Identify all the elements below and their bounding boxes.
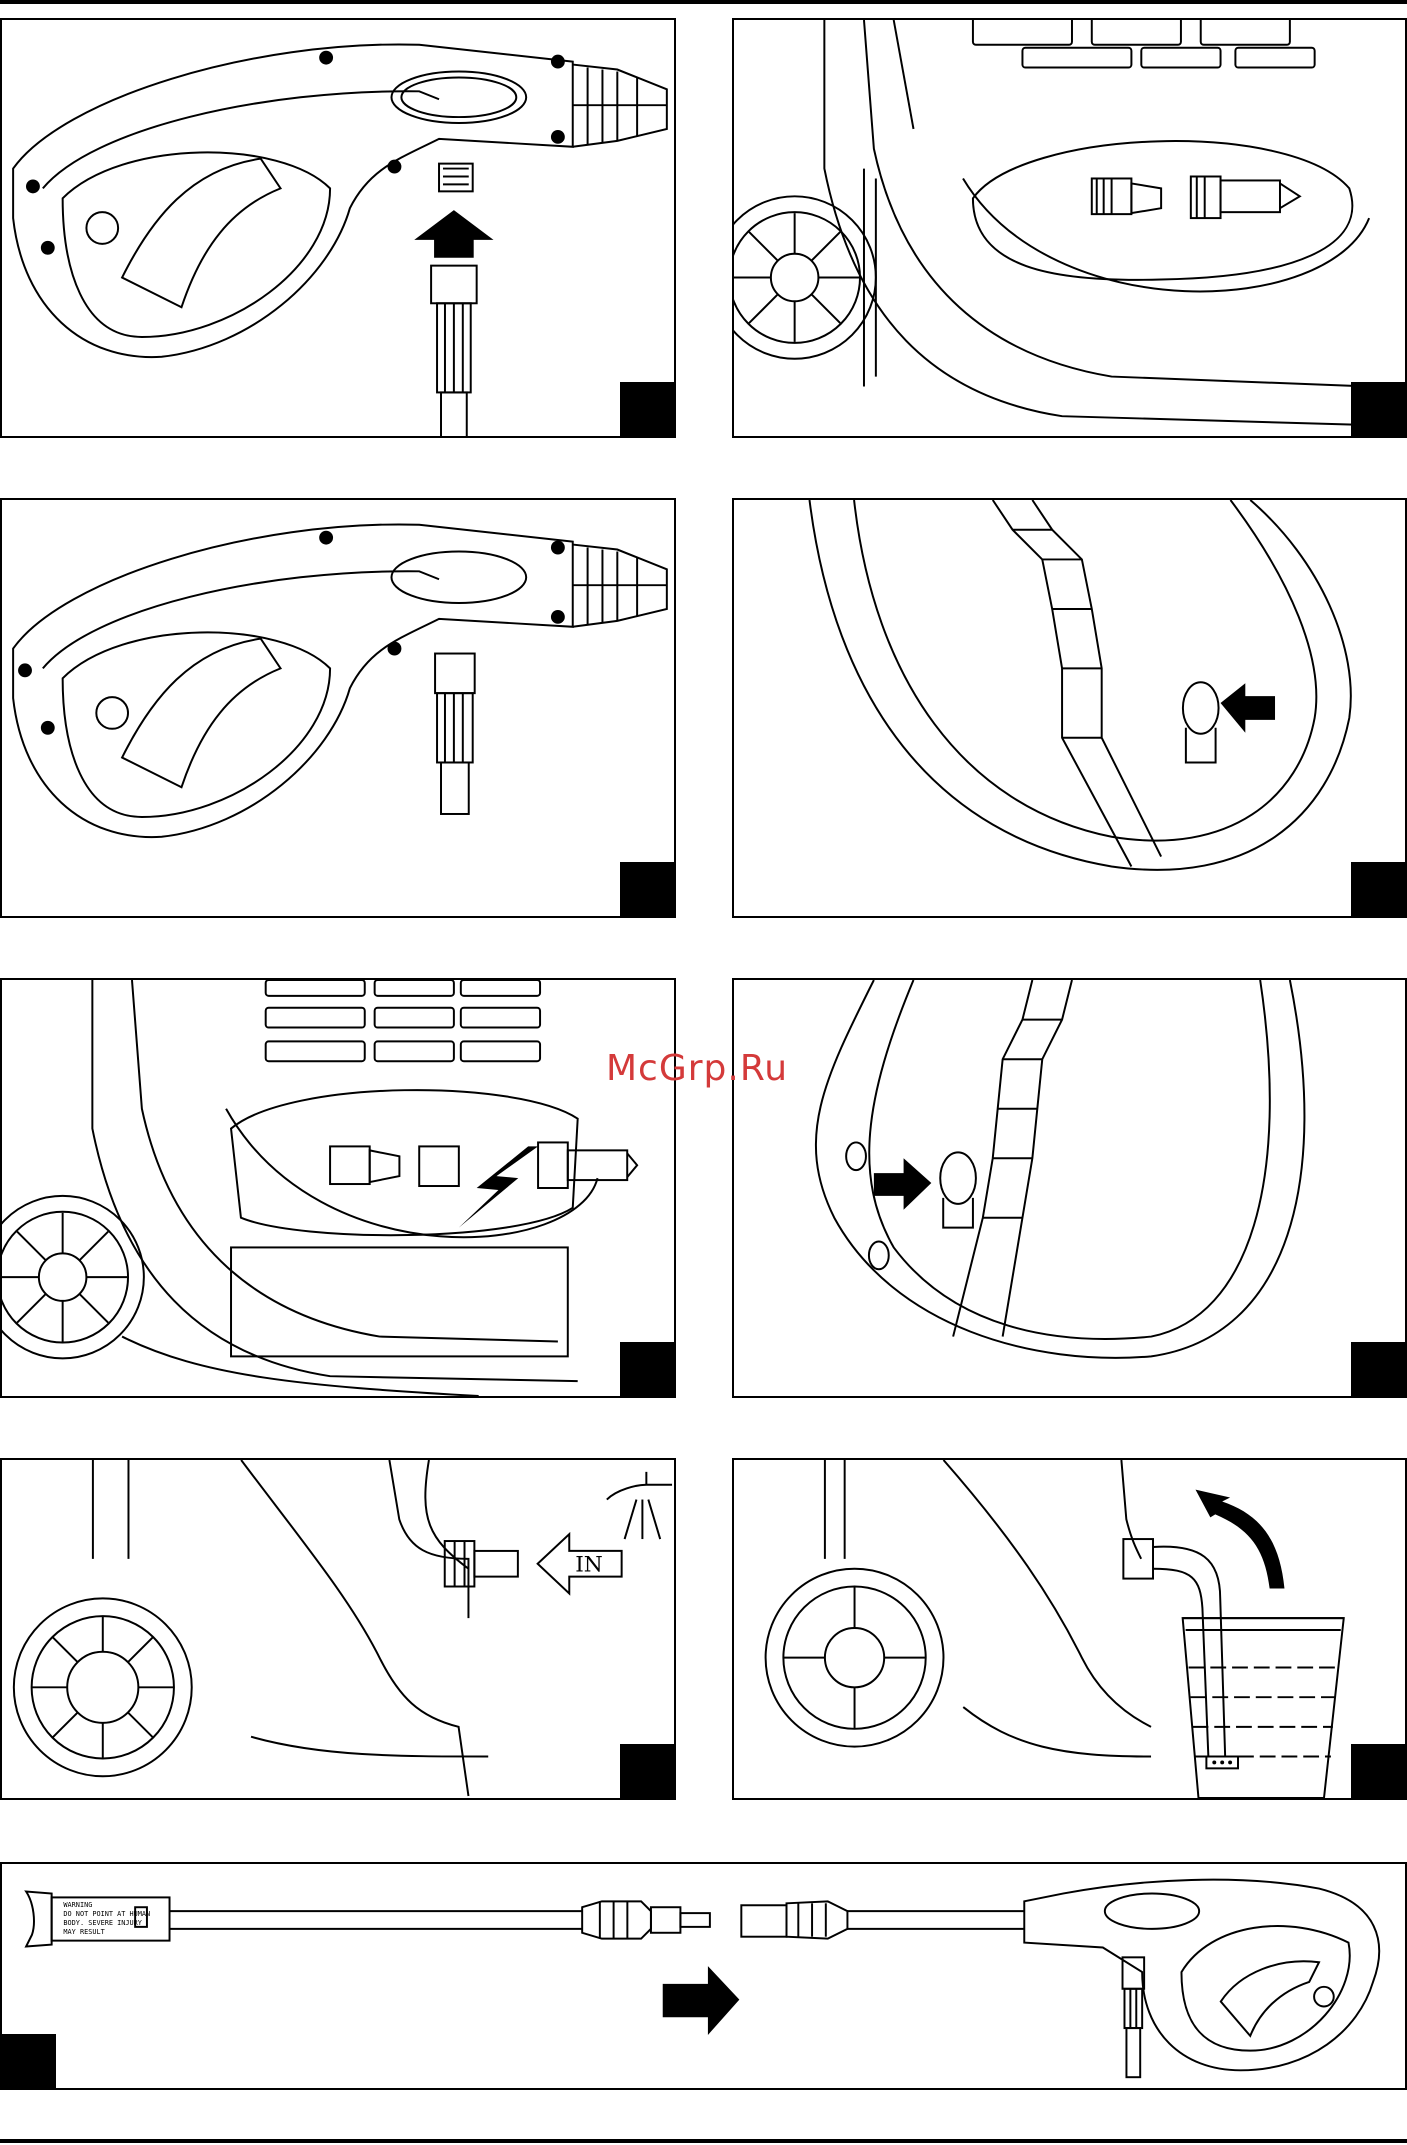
screw-icon	[388, 642, 402, 656]
figure-badge	[1351, 382, 1405, 436]
screw-icon	[551, 130, 565, 144]
figure-3-panel	[0, 498, 676, 918]
arrow-right-icon	[663, 1966, 740, 2035]
svg-text:MAY RESULT: MAY RESULT	[63, 1928, 104, 1936]
arrow-left-icon	[1221, 683, 1275, 733]
figure-7-panel: IN	[0, 1458, 676, 1800]
screw-icon	[551, 610, 565, 624]
screw-icon	[551, 55, 565, 69]
figure-9-panel: WARNING DO NOT POINT AT HUMAN BODY. SEVE…	[0, 1862, 1407, 2090]
lightning-arrow-icon	[459, 1146, 538, 1227]
figure-badge	[1351, 1342, 1405, 1396]
figure-1-panel	[0, 18, 676, 438]
figure-6-panel	[732, 978, 1407, 1398]
inlet-label: IN	[575, 1553, 603, 1578]
svg-text:WARNING: WARNING	[63, 1901, 92, 1909]
screw-icon	[41, 241, 55, 255]
screw-icon	[551, 541, 565, 555]
watermark: McGrp.Ru	[606, 1048, 788, 1089]
figure-badge	[2, 2034, 56, 2088]
figure-4-panel	[732, 498, 1407, 918]
inlet-filter-insert-illustration	[2, 980, 674, 1396]
detergent-suction-illustration	[734, 1460, 1405, 1798]
figure-badge	[620, 1342, 674, 1396]
trigger-lock-button-illustration	[734, 500, 1405, 916]
curved-arrow-icon	[1196, 1490, 1285, 1589]
trigger-lock-release-illustration	[734, 980, 1405, 1396]
figure-badge	[1351, 862, 1405, 916]
figure-8-panel	[732, 1458, 1407, 1800]
gun-hose-attached-illustration	[2, 500, 674, 916]
svg-text:DO NOT POINT AT HUMAN: DO NOT POINT AT HUMAN	[63, 1910, 150, 1918]
screw-icon	[388, 160, 402, 174]
screw-icon	[319, 51, 333, 65]
water-inlet-illustration: IN	[2, 1460, 674, 1798]
outlet-connectors-illustration	[734, 20, 1405, 436]
figure-badge	[1351, 1744, 1405, 1798]
screw-icon	[41, 721, 55, 735]
figure-2-panel	[732, 18, 1407, 438]
arrow-right-icon	[874, 1158, 931, 1210]
screw-icon	[26, 179, 40, 193]
figure-5-panel	[0, 978, 676, 1398]
screw-icon	[18, 663, 32, 677]
screw-icon	[319, 531, 333, 545]
svg-text:BODY. SEVERE INJURY: BODY. SEVERE INJURY	[63, 1919, 141, 1927]
top-rule	[0, 0, 1407, 4]
arrow-up-icon	[414, 210, 493, 258]
bottom-rule	[0, 2139, 1407, 2143]
figure-badge	[620, 382, 674, 436]
figure-badge	[620, 1744, 674, 1798]
lance-to-gun-illustration: WARNING DO NOT POINT AT HUMAN BODY. SEVE…	[2, 1864, 1405, 2088]
figure-badge	[620, 862, 674, 916]
gun-hose-connect-illustration	[2, 20, 674, 436]
